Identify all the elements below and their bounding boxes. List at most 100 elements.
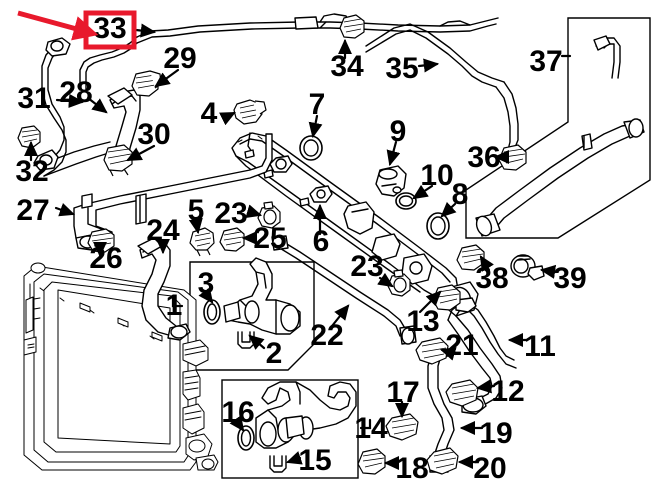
- leader-15: [285, 451, 303, 465]
- leader-30: [126, 144, 156, 162]
- highlight-box: [83, 10, 137, 50]
- callout-2: 2: [266, 337, 283, 370]
- leader-2: [248, 334, 266, 350]
- callout-32: 32: [15, 155, 48, 188]
- callout-17: 17: [386, 376, 419, 409]
- callout-27: 27: [16, 194, 49, 227]
- leader-13: [418, 290, 442, 314]
- clamp-18: [357, 448, 386, 475]
- callout-16: 16: [221, 396, 254, 429]
- inset-37-content: [475, 35, 645, 237]
- leader-27: [54, 202, 76, 217]
- clamp-20: [426, 447, 459, 475]
- callout-23: 23: [214, 197, 247, 230]
- clamp-30: [103, 144, 133, 177]
- callout-11: 11: [524, 330, 556, 363]
- callout-1: 1: [166, 289, 183, 322]
- leader-10: [412, 184, 434, 200]
- callout-4: 4: [201, 97, 218, 130]
- callout-26: 26: [89, 242, 122, 275]
- leader-38: [479, 255, 494, 272]
- leader-7: [308, 114, 323, 139]
- clamp-4: [233, 99, 267, 125]
- highlight-annotation: [17, 10, 137, 50]
- callout-21: 21: [445, 329, 478, 362]
- clamp-12: [445, 379, 479, 407]
- leader-23-upper: [245, 204, 263, 218]
- clamp-25: [219, 227, 245, 252]
- leader-3: [198, 287, 214, 304]
- callout-9: 9: [390, 115, 407, 148]
- leader-28: [86, 96, 108, 114]
- clamp-38: [456, 244, 485, 271]
- leader-29: [154, 68, 180, 88]
- clamp-17: [385, 413, 419, 441]
- oring-7: [299, 135, 323, 161]
- hose-22: [271, 235, 417, 345]
- clamp-5: [189, 227, 215, 257]
- radiator-assembly: [23, 262, 219, 471]
- callout-7: 7: [309, 88, 326, 121]
- leader-16: [229, 415, 245, 432]
- callout-30: 30: [137, 118, 170, 151]
- leader-39: [539, 264, 558, 279]
- callout-14: 14: [354, 412, 388, 445]
- callout-25: 25: [253, 222, 286, 255]
- callout-3: 3: [198, 267, 215, 300]
- callout-29: 29: [163, 42, 196, 75]
- callout-31: 31: [17, 82, 50, 115]
- clamp-36: [498, 144, 527, 171]
- callout-33: 33: [93, 12, 126, 45]
- highlight-arrow: [17, 10, 99, 41]
- inset-1-content: [203, 257, 301, 349]
- leader-14: [359, 418, 372, 430]
- callout-37: 37: [529, 45, 562, 78]
- callout-10: 10: [420, 159, 453, 192]
- connector-9: [375, 165, 407, 197]
- callout-19: 19: [479, 417, 512, 450]
- callout-13: 13: [406, 305, 439, 338]
- callout-12: 12: [491, 375, 524, 408]
- leader-21: [439, 347, 457, 361]
- callout-5: 5: [188, 194, 205, 227]
- leader-4: [219, 111, 236, 126]
- leader-22: [330, 304, 350, 328]
- callout-15: 15: [298, 444, 331, 477]
- callout-6: 6: [313, 225, 330, 258]
- inset-box-14: [221, 379, 359, 479]
- callout-20: 20: [473, 452, 506, 485]
- leader-5: [188, 217, 203, 235]
- leader-8: [440, 201, 457, 218]
- inset-14-content: [237, 381, 357, 473]
- clamp-23-upper: [257, 201, 281, 229]
- callout-22: 22: [310, 319, 343, 352]
- leader-33: [134, 23, 157, 38]
- oring-8: [426, 212, 450, 240]
- leader-1: [171, 296, 184, 308]
- hose-31: [33, 37, 113, 177]
- leader-9: [386, 140, 401, 167]
- callout-28: 28: [59, 76, 92, 109]
- callout-18: 18: [395, 452, 428, 485]
- leader-12: [475, 379, 496, 394]
- callout-39: 39: [553, 262, 586, 295]
- leader-31: [55, 93, 85, 108]
- callout-24: 24: [146, 214, 180, 247]
- inset-box-37: [465, 17, 651, 239]
- oring-10: [395, 192, 417, 210]
- callout-34: 34: [330, 50, 364, 83]
- clamp-32: [17, 125, 41, 149]
- callout-23: 23: [350, 250, 383, 283]
- connector-39: [510, 254, 545, 281]
- callout-number-labels: 1234567891011121314151617181920212223232…: [15, 12, 586, 485]
- clamp-34: [339, 14, 365, 39]
- clamp-29: [131, 70, 162, 97]
- callout-8: 8: [452, 178, 469, 211]
- leader-23-lower: [377, 272, 394, 288]
- leader-35: [417, 58, 440, 73]
- callout-38: 38: [475, 262, 508, 295]
- callout-36: 36: [467, 141, 500, 174]
- callout-35: 35: [385, 52, 418, 85]
